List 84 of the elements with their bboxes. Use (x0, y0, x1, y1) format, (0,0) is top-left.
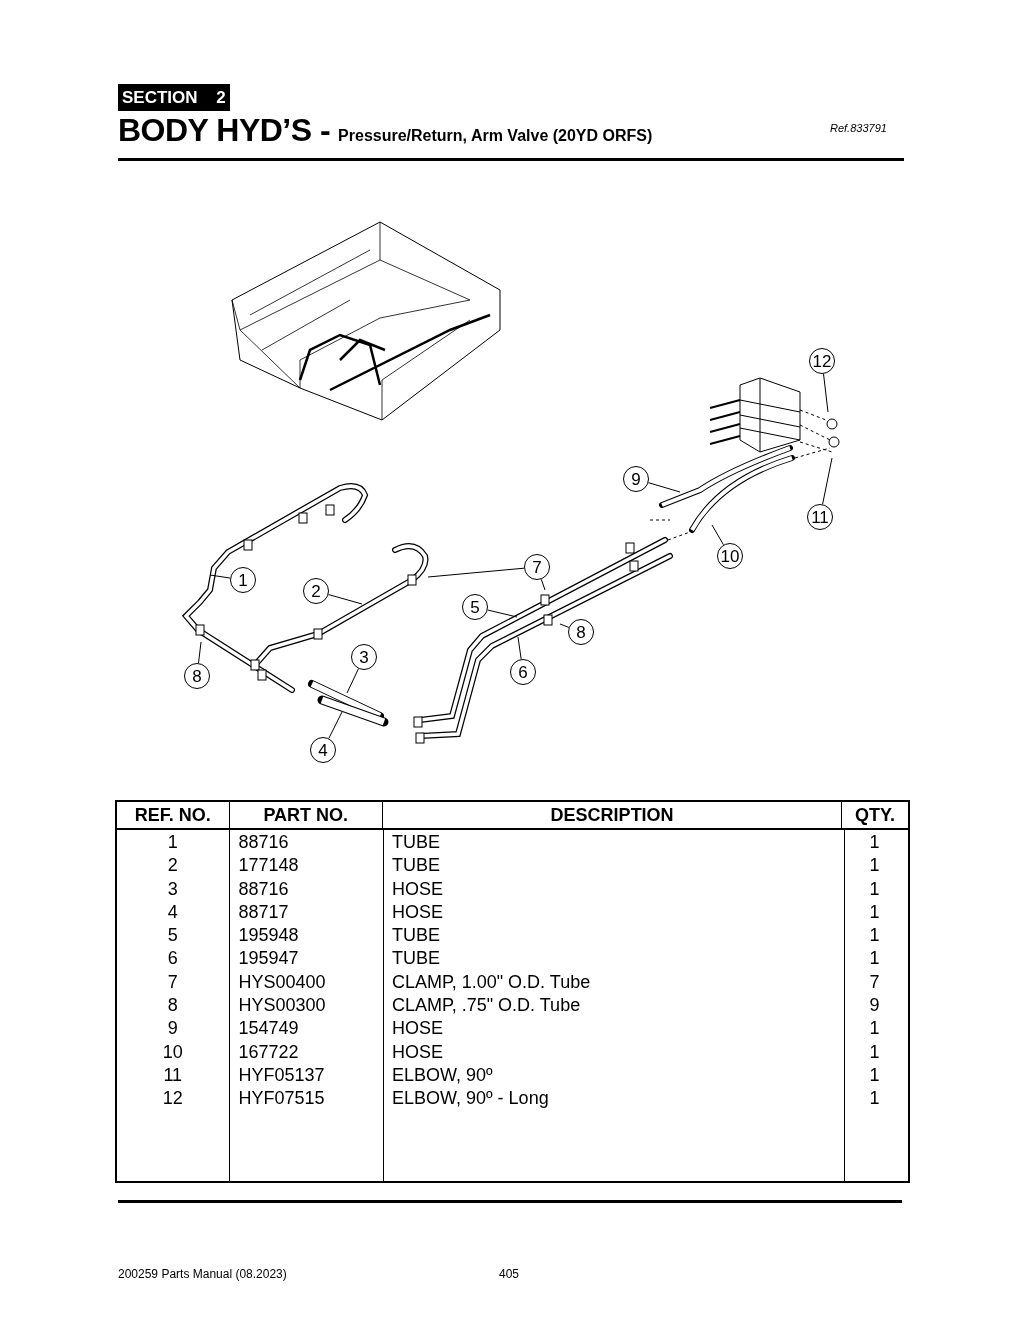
table-cell: 1 (869, 878, 880, 899)
table-cell: 9 (167, 1018, 178, 1039)
table-cell: HYS00300 (238, 995, 326, 1016)
table-cell: 4 (167, 901, 178, 922)
leader-line (198, 641, 202, 664)
table-cell: HOSE (392, 1018, 443, 1039)
table-cell: 7 (167, 971, 178, 992)
leader-line (822, 457, 833, 505)
table-cell: ELBOW, 90º (392, 1064, 493, 1085)
leader-line (427, 567, 525, 578)
table-cell: 167722 (238, 1041, 299, 1062)
callout-number: 8 (568, 619, 594, 645)
callout-number: 10 (717, 543, 743, 569)
table-cell: 1 (869, 1088, 880, 1109)
table-cell: 3 (167, 878, 178, 899)
table-cell: TUBE (392, 832, 440, 852)
callout-number: 12 (809, 348, 835, 374)
table-cell: 10 (162, 1041, 183, 1062)
leader-line (487, 609, 518, 618)
callout-number: 11 (807, 504, 833, 530)
table-cell: TUBE (392, 948, 440, 969)
table-cell: HYF05137 (238, 1064, 325, 1085)
callout-number: 3 (351, 644, 377, 670)
page-title: BODY HYD’S - (118, 112, 331, 148)
table-cell: 6 (167, 948, 178, 969)
table-cell: 88716 (238, 832, 289, 852)
table-cell: CLAMP, .75" O.D. Tube (392, 995, 581, 1016)
table-cell: 1 (869, 901, 880, 922)
leader-line (328, 711, 343, 739)
table-cell: HOSE (392, 901, 443, 922)
leader-line (346, 668, 359, 694)
table-cell: 11 (163, 1064, 183, 1085)
table-cell: HYS00400 (238, 971, 326, 992)
callout-number: 4 (310, 737, 336, 763)
column-header: QTY. (841, 802, 908, 828)
section-badge: SECTION 2 (118, 84, 230, 111)
table-cell: 154749 (238, 1018, 299, 1039)
table-cell: TUBE (392, 855, 440, 876)
page-subtitle: Pressure/Return, Arm Valve (20YD ORFS) (338, 126, 653, 146)
table-cell: 88717 (238, 901, 289, 922)
table-cell: 1 (869, 948, 880, 969)
column-header: DESCRIPTION (382, 802, 842, 828)
table-cell: 5 (167, 925, 178, 946)
table-cell: TUBE (392, 925, 440, 946)
callout-number: 8 (184, 663, 210, 689)
callout-number: 9 (623, 466, 649, 492)
footer-text: 200259 Parts Manual (08.2023) (118, 1266, 287, 1283)
leader-line (823, 373, 829, 413)
table-cell: CLAMP, 1.00" O.D. Tube (392, 971, 591, 992)
table-cell: 2 (167, 855, 178, 876)
leader-line (209, 574, 231, 579)
table-cell: 9 (869, 995, 880, 1016)
column-header: PART NO. (228, 802, 382, 828)
table-cell: HOSE (392, 1041, 443, 1062)
callout-number: 6 (510, 659, 536, 685)
table-cell: 1 (869, 1064, 880, 1085)
table-cell: 195947 (238, 948, 299, 969)
page-number: 405 (499, 1266, 520, 1283)
leader-line (559, 623, 570, 628)
callout-number: 1 (230, 567, 256, 593)
table-cell: HOSE (392, 878, 443, 899)
table-cell: ELBOW, 90º - Long (392, 1088, 549, 1109)
leader-line (647, 482, 681, 493)
column-header: REF. NO. (133, 804, 212, 827)
reference-number: Ref.833791 (830, 121, 887, 136)
table-cell: 1 (869, 1018, 880, 1039)
table-cell: 195948 (238, 925, 299, 946)
table-cell: 88716 (238, 878, 289, 899)
table-cell: 1 (869, 925, 880, 946)
leader-line (328, 594, 363, 605)
table-cell: 7 (869, 971, 880, 992)
table-cell: 8 (167, 995, 178, 1016)
table-cell: 1 (869, 855, 880, 876)
callout-number: 5 (462, 594, 488, 620)
leader-line (540, 578, 546, 591)
table-cell: HYF07515 (238, 1088, 325, 1109)
table-cell: 12 (162, 1088, 183, 1109)
table-cell: 1 (167, 832, 178, 852)
callout-number: 2 (303, 578, 329, 604)
table-cell: 1 (869, 832, 880, 852)
callout-number: 7 (524, 554, 550, 580)
leader-line (517, 636, 522, 660)
table-cell: 1 (869, 1041, 880, 1062)
table-cell: 177148 (238, 855, 299, 876)
